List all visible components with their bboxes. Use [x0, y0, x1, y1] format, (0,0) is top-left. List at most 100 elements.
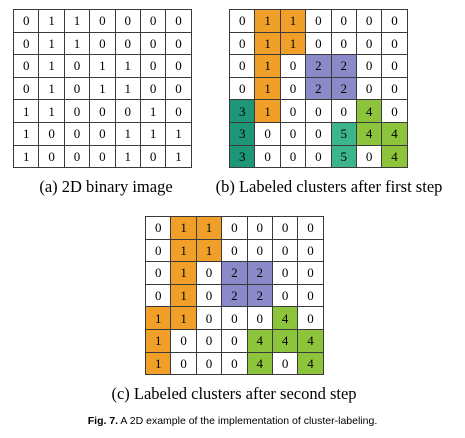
grid-cell: 0: [195, 261, 223, 285]
grid-cell: 1: [170, 238, 197, 263]
grid-cell: 3: [228, 121, 256, 146]
grid-cell: 0: [305, 9, 332, 33]
grid-cell: 0: [305, 99, 332, 123]
grid-cell: 0: [271, 351, 299, 376]
grid-cell: 0: [139, 144, 167, 169]
grid-cell: 1: [195, 216, 223, 240]
grid-cell: 0: [381, 76, 408, 101]
grid-cell: 0: [89, 99, 116, 123]
grid-cell: 4: [246, 351, 273, 376]
grid-cell: 0: [355, 76, 383, 101]
grid-cell: 4: [381, 121, 408, 146]
figure-caption-text: A 2D example of the implementation of cl…: [118, 415, 378, 427]
grid-cell: 0: [38, 144, 65, 169]
grid-cell: 2: [246, 261, 273, 285]
caption-b: (b) Labeled clusters after first step: [215, 177, 443, 196]
grid-cell: 0: [330, 9, 357, 33]
grid-cell: 1: [195, 238, 223, 263]
grid-cell: 0: [144, 238, 172, 263]
grid-cell: 0: [221, 306, 248, 330]
grid-cell: 0: [330, 99, 357, 123]
grid-cell: 1: [170, 283, 197, 308]
grid-cell: 0: [271, 283, 299, 308]
grid-cell: 0: [195, 283, 223, 308]
grid-cell: 4: [271, 328, 299, 353]
grid-cell: 0: [114, 9, 141, 33]
grid-cell: 0: [63, 121, 91, 146]
grid-cell: 0: [221, 351, 248, 376]
grid-cell: 4: [246, 328, 273, 353]
grid-cell: 2: [221, 283, 248, 308]
grid-cell: 0: [246, 306, 273, 330]
grid-cell: 0: [271, 216, 299, 240]
grid-cell: 0: [12, 9, 40, 33]
grid-cell: 0: [246, 216, 273, 240]
grid-cell: 0: [12, 31, 40, 56]
grid-cell: 0: [139, 31, 167, 56]
grid-cell: 1: [254, 99, 281, 123]
grid-cell: 0: [139, 54, 167, 78]
grid-cell: 3: [228, 99, 256, 123]
grid-cell: 1: [170, 261, 197, 285]
grid-cell: 0: [165, 54, 192, 78]
grid-cell: 2: [221, 261, 248, 285]
grid-cell: 0: [195, 306, 223, 330]
grid-cell: 0: [279, 54, 307, 78]
grid-cell: 0: [195, 351, 223, 376]
grid-cell: 0: [12, 76, 40, 101]
grid-cell: 0: [271, 261, 299, 285]
grid-cell: 1: [165, 121, 192, 146]
grid-cell: 0: [165, 99, 192, 123]
grid-cell: 4: [355, 99, 383, 123]
grid-cell: 1: [114, 121, 141, 146]
grid-cell: 1: [139, 99, 167, 123]
grid-cell: 0: [63, 99, 91, 123]
grid-cell: 1: [89, 76, 116, 101]
figure-label: Fig. 7.: [87, 415, 119, 427]
grid-cell: 0: [381, 31, 408, 56]
grid-cell: 0: [170, 328, 197, 353]
grid-cell: 0: [355, 9, 383, 33]
grid-cell: 1: [38, 99, 65, 123]
grid-cell: 5: [330, 144, 357, 169]
grid-cell: 0: [305, 121, 332, 146]
grid-cell: 0: [89, 121, 116, 146]
grid-cell: 1: [114, 54, 141, 78]
grid-cell: 0: [221, 238, 248, 263]
grid-cell: 4: [381, 144, 408, 169]
grid-cell: 0: [355, 54, 383, 78]
grid-cell: 1: [165, 144, 192, 169]
grid-cell: 0: [355, 31, 383, 56]
grid-cell: 0: [165, 31, 192, 56]
grid-cell: 0: [279, 76, 307, 101]
grid-cell: 0: [221, 216, 248, 240]
caption-a: (a) 2D binary image: [39, 177, 173, 196]
grid-cell: 0: [170, 351, 197, 376]
caption-c: (c) Labeled clusters after second step: [111, 384, 357, 403]
grid-cell: 1: [144, 328, 172, 353]
grid-cell: 0: [279, 99, 307, 123]
grid-cell: 0: [297, 306, 324, 330]
grid-cell: 0: [381, 99, 408, 123]
grid-cell: 2: [330, 54, 357, 78]
grid-cell: 0: [38, 121, 65, 146]
grid-cell: 0: [381, 54, 408, 78]
grid-cell: 4: [271, 306, 299, 330]
grid-cell: 0: [63, 76, 91, 101]
grid-cell: 4: [297, 351, 324, 376]
grid-cell: 1: [63, 31, 91, 56]
grid-cell: 0: [114, 31, 141, 56]
grid-cell: 1: [38, 76, 65, 101]
